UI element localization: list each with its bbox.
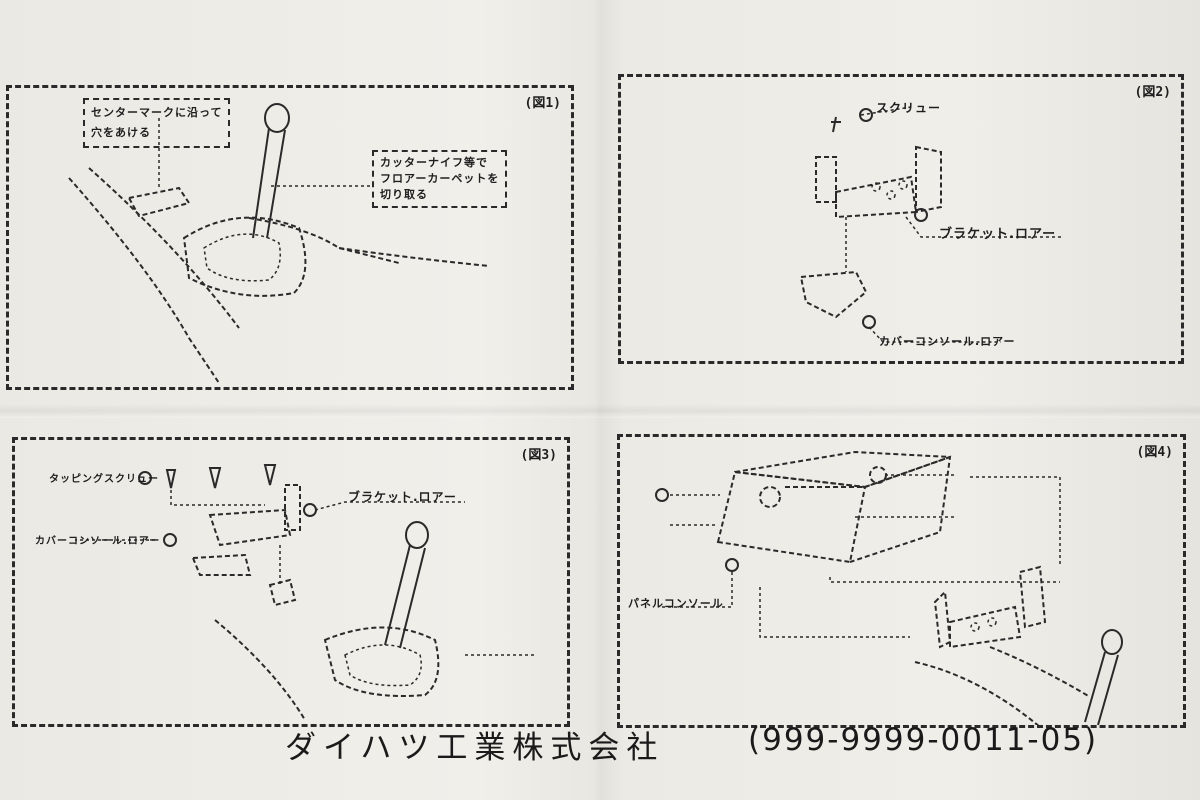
figure-1-callout-cut-carpet: カッターナイフ等で フロアーカーペットを 切り取る (372, 150, 508, 208)
figure-4-panel: (図4) パネルコンソール (617, 434, 1186, 728)
figure-2-callout-cover-console-lower: カバーコンソール.ロアー (879, 335, 1016, 348)
figure-2-drawing (799, 106, 1061, 343)
figure-1-panel: (図1) センターマークに沿って 穴をあける カッターナイフ等で フロアーカーペ… (6, 85, 574, 390)
figure-3-label: (図3) (520, 448, 557, 463)
figure-2-callout-screw: スクリュー (876, 101, 942, 115)
figure-3-callout-tapping-screw: タッピングスクリュー (49, 474, 159, 485)
part-number: (999-9999-0011-05) (748, 722, 1099, 758)
figure-4-label: (図4) (1136, 445, 1173, 460)
figure-4-callout-panel-console: パネルコンソール (628, 597, 724, 610)
figure-2-label: (図2) (1134, 85, 1171, 100)
figure-3-callout-cover-console-lower: カバーコンソール.ロアー (35, 536, 161, 547)
figure-3-panel: (図3) タッピングスクリュー ブラケット.ロアー カバーコンソール.ロアー (12, 437, 570, 727)
paper-fold (0, 404, 1200, 418)
company-name: ダイハツ工業株式会社 (285, 730, 665, 766)
figure-1-drawing (68, 103, 490, 384)
figure-4-drawing (655, 450, 1123, 725)
figure-2-panel: (図2) スクリュー ブラケット.ロアー カバーコンソール.ロアー (618, 74, 1184, 364)
figure-2-callout-bracket-lower: ブラケット.ロアー (939, 227, 1057, 242)
figure-1-label: (図1) (524, 96, 561, 111)
figure-1-callout-center-mark: センターマークに沿って 穴をあける (83, 98, 231, 148)
figure-3-callout-bracket-lower: ブラケット.ロアー (348, 490, 457, 504)
figure-3-drawing (75, 464, 535, 721)
